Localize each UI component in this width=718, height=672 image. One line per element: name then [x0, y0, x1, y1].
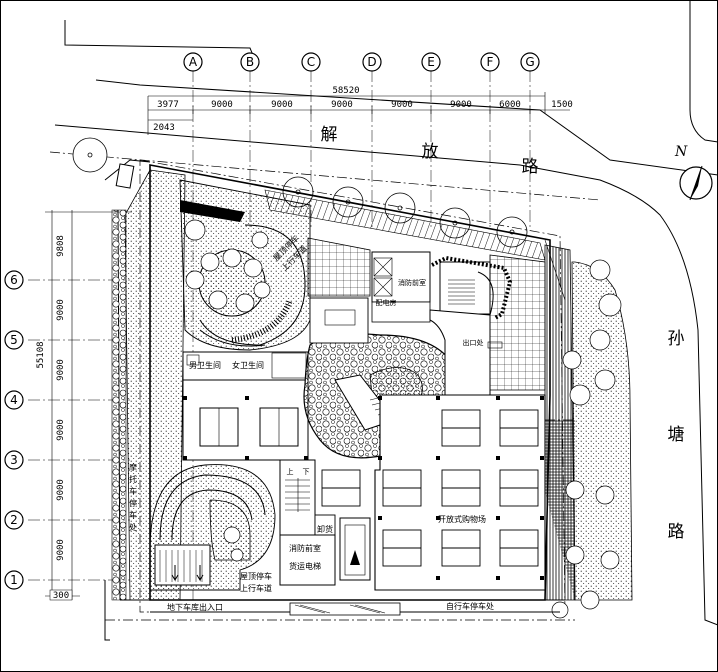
north-label: N: [674, 144, 688, 160]
dim-col-2: 9000: [271, 100, 293, 110]
dim-col-0: 3977: [157, 100, 179, 110]
dim-col-1: 9000: [211, 100, 233, 110]
label-unloading-1: 卸货: [317, 524, 333, 534]
axis-marker-6: 6: [4, 270, 24, 290]
southwest-ramp: 屋顶停车 上行车道: [149, 464, 276, 593]
label-bike-parking: 自行车停车处: [446, 601, 494, 611]
svg-text:6: 6: [10, 273, 18, 287]
label-fire-control-bottom: 消防前室: [289, 543, 321, 553]
moto-char-4: 停: [129, 498, 137, 508]
column-axis-markers: A B C D E F G: [183, 52, 540, 72]
dim-row-2: 9000: [56, 359, 66, 381]
axis-marker-3: 3: [4, 450, 24, 470]
svg-text:1: 1: [10, 573, 18, 587]
axis-marker-g: G: [520, 52, 540, 72]
dim-col-4: 9000: [391, 100, 413, 110]
axis-marker-e: E: [421, 52, 441, 72]
label-power-room: 配电房: [376, 298, 397, 307]
label-exit: 出口处: [463, 338, 484, 347]
svg-text:2: 2: [10, 513, 18, 527]
north-arrow: N: [674, 144, 713, 201]
moto-parking: 摩 托 车 停 车 处: [129, 462, 137, 532]
road-suntang-char-2: 塘: [668, 425, 685, 445]
road-jiefang-char-1: 解: [321, 125, 338, 145]
row-axis-markers: 6 5 4 3 2 1: [4, 270, 24, 590]
south-strip: 地下车库出入口 自行车停车处: [105, 599, 575, 621]
label-down: 下: [303, 468, 310, 476]
svg-text:E: E: [427, 55, 435, 69]
svg-text:B: B: [246, 55, 254, 69]
axis-marker-1: 1: [4, 570, 24, 590]
moto-char-2: 托: [129, 474, 137, 484]
label-open-mall: 开放式购物场: [438, 514, 486, 524]
road-jiefang-char-3: 路: [522, 157, 539, 177]
label-male-wc: 男卫生间: [189, 360, 221, 370]
road-suntang-char-3: 路: [668, 522, 685, 542]
label-ramp-bottom: 上行车道: [240, 583, 272, 593]
gate-post: [115, 163, 135, 189]
dim-col-3: 9000: [331, 100, 353, 110]
horizontal-dimensions: 58520 3977 9000 9000 9000 9000 9000 6000…: [147, 86, 573, 135]
label-female-wc: 女卫生间: [232, 360, 264, 370]
dim-row-5: 9000: [56, 539, 66, 561]
label-underground-entrance: 地下车库出入口: [167, 602, 223, 612]
axis-marker-a: A: [183, 52, 203, 72]
dim-row-4: 9000: [56, 479, 66, 501]
east-trees: [551, 259, 622, 619]
northwest-garden: 屋顶停车 上行车道: [179, 179, 311, 351]
moto-char-1: 摩: [129, 462, 137, 472]
label-roof-parking-bottom: 屋顶停车: [240, 571, 272, 581]
road-jiefang-char-2: 放: [422, 142, 439, 162]
axis-marker-d: D: [362, 52, 382, 72]
dim-col-7: 1500: [551, 100, 573, 110]
dim-offset: 2043: [153, 123, 175, 133]
svg-text:5: 5: [10, 333, 18, 347]
svg-text:C: C: [307, 55, 315, 69]
svg-text:A: A: [189, 55, 198, 69]
svg-text:4: 4: [10, 393, 18, 407]
moto-char-6: 处: [129, 522, 137, 532]
dim-col-5: 9000: [450, 100, 472, 110]
dim-col-6: 6000: [499, 100, 521, 110]
moto-char-5: 车: [129, 510, 137, 520]
dim-total-height: 55108: [36, 341, 46, 368]
svg-text:G: G: [525, 55, 534, 69]
road-suntang-char-1: 孙: [668, 329, 685, 349]
dim-row-1: 9000: [56, 299, 66, 321]
dim-total-width: 58520: [332, 86, 359, 96]
axis-marker-4: 4: [4, 390, 24, 410]
service-core: 上 下 卸货 平台 消防前室 货运电梯: [279, 459, 371, 586]
svg-text:F: F: [487, 55, 494, 69]
label-freight-elevator: 货运电梯: [289, 561, 321, 571]
axis-marker-c: C: [301, 52, 321, 72]
north-core: 消防前室 配电房: [371, 251, 513, 323]
road-labels: 解 放 路 孙 塘 路: [321, 125, 685, 542]
label-up: 上: [287, 467, 294, 476]
label-fire-control-top: 消防前室: [398, 278, 426, 287]
north-shrub-band: [180, 189, 546, 391]
dim-row-3: 9000: [56, 419, 66, 441]
axis-marker-2: 2: [4, 510, 24, 530]
west-building: 男卫生间 女卫生间: [182, 351, 309, 461]
svg-text:D: D: [367, 55, 376, 69]
vertical-dimensions: 55108 9808 9000 9000 9000 9000 9000 300: [36, 210, 132, 601]
dim-bottom-offset: 300: [53, 591, 69, 601]
moto-char-3: 车: [129, 486, 137, 496]
dim-row-0: 9808: [56, 235, 66, 257]
axis-marker-b: B: [240, 52, 260, 72]
axis-marker-5: 5: [4, 330, 24, 350]
mall-block: 开放式购物场: [321, 394, 575, 591]
svg-text:3: 3: [10, 453, 18, 467]
east-planting-strip: [525, 239, 633, 601]
axis-marker-f: F: [480, 52, 500, 72]
